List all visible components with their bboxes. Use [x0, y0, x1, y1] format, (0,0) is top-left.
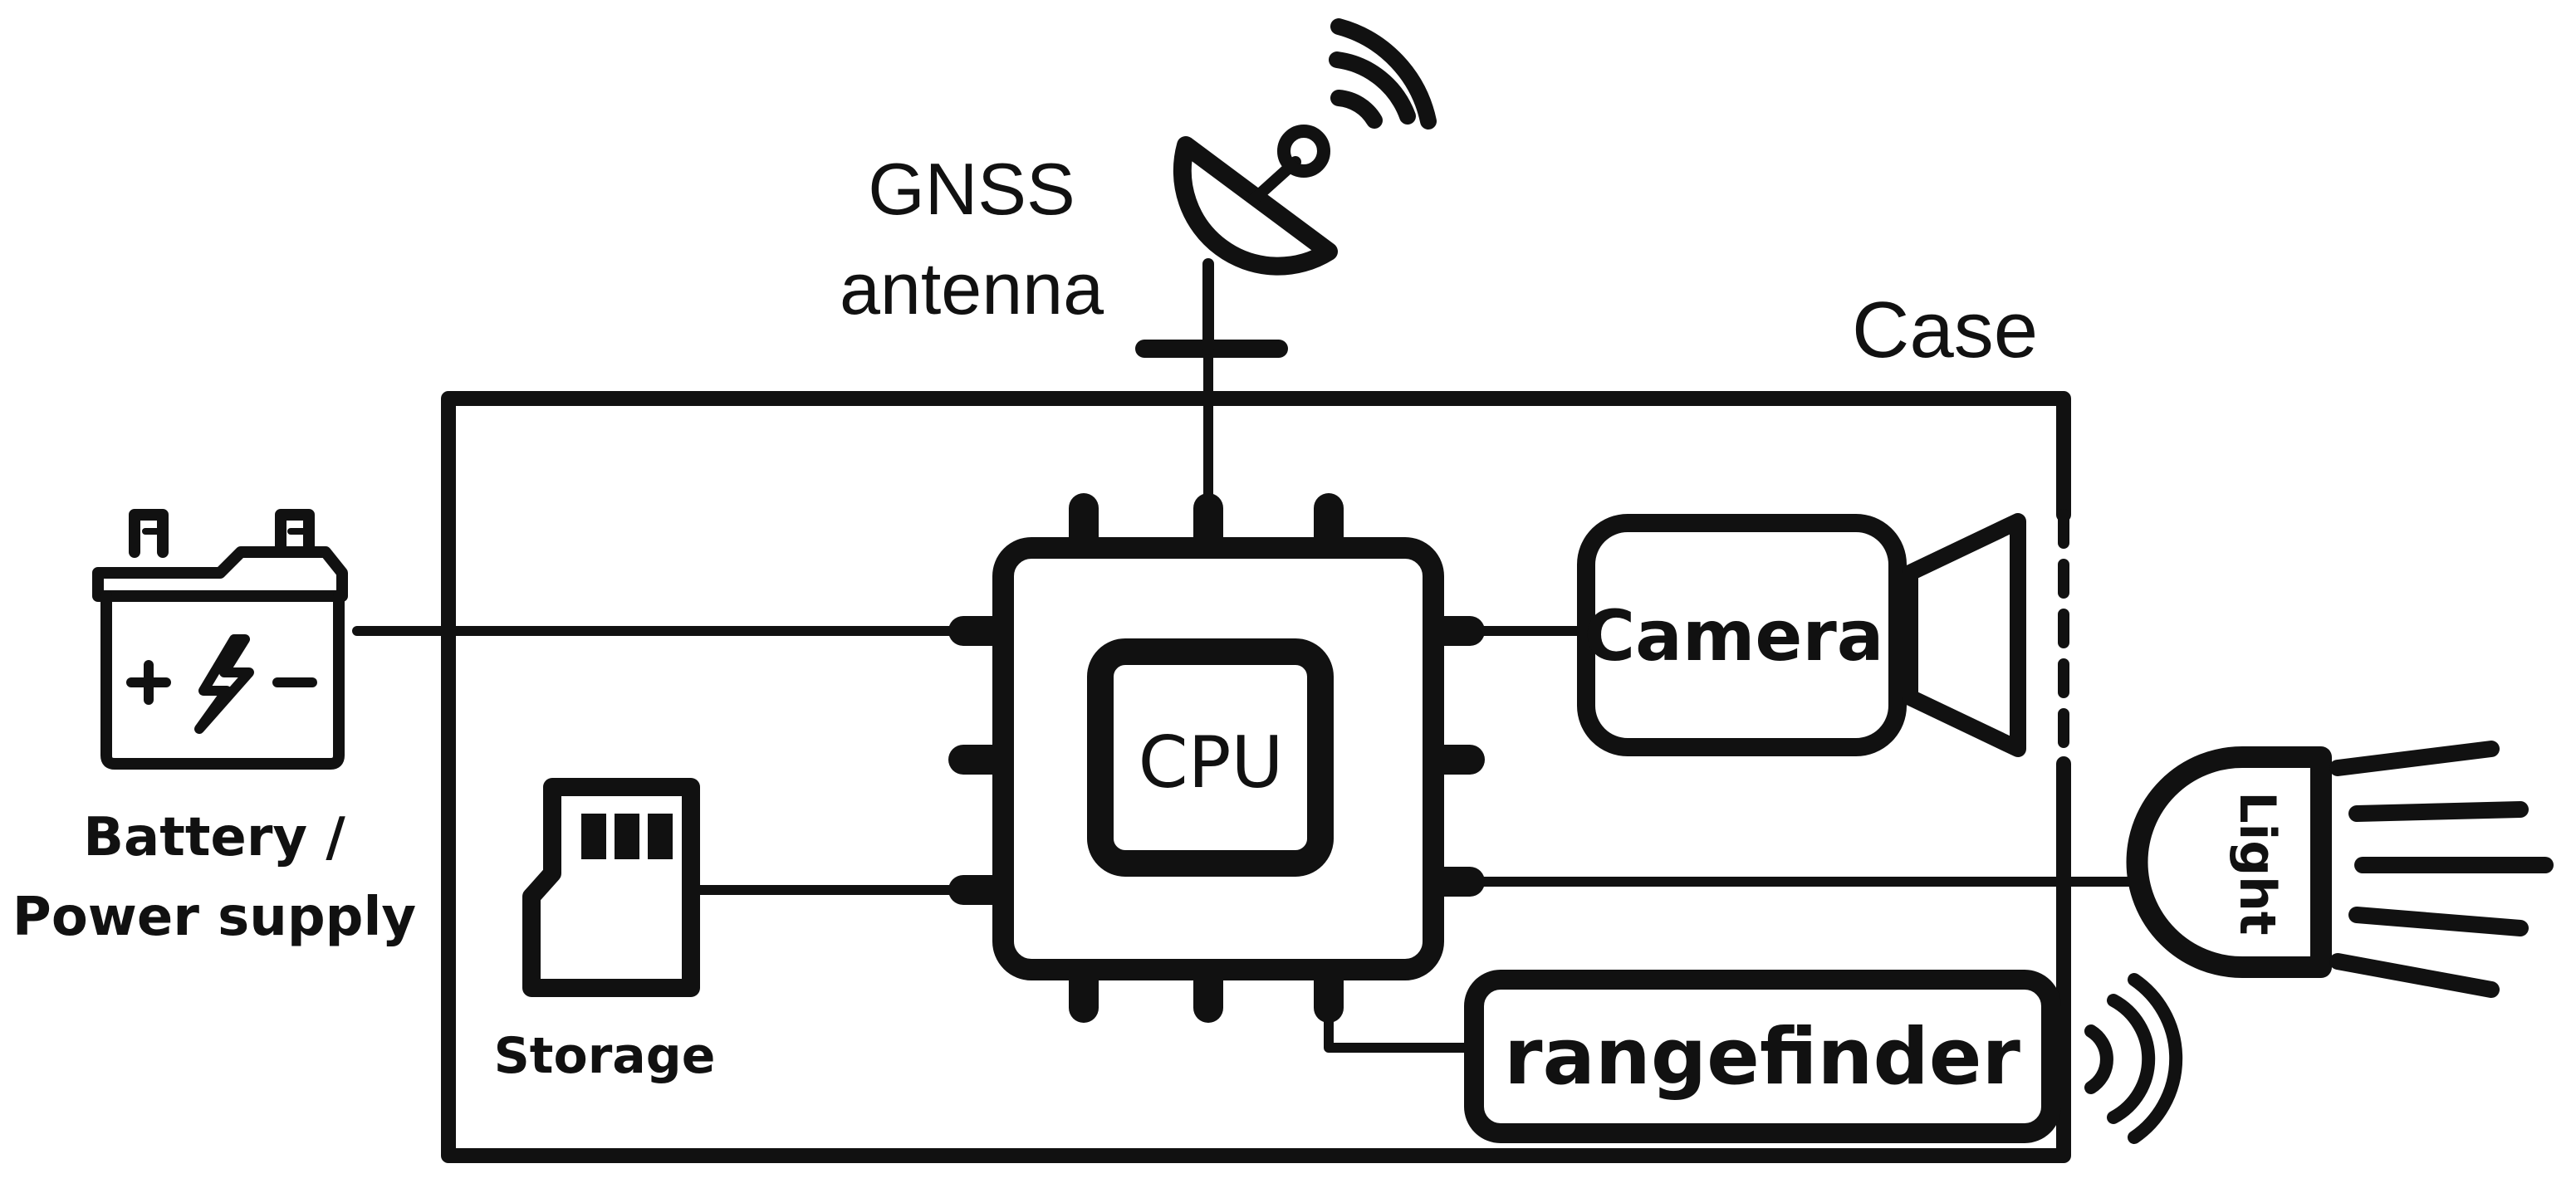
camera-label: Camera	[1584, 595, 1884, 677]
rangefinder-label: rangefinder	[1504, 1012, 2020, 1103]
gnss-label-line1: GNSS	[868, 148, 1075, 230]
rangefinder-box	[1464, 970, 2061, 1143]
case-label: Case	[1852, 286, 2038, 374]
cpu-label: CPU	[1139, 721, 1284, 804]
sd-card-icon	[522, 778, 700, 997]
camera-icon	[1577, 513, 2026, 757]
case-outline	[441, 391, 2071, 1163]
lamp-icon	[2126, 741, 2554, 998]
storage-label: Storage	[494, 1027, 716, 1085]
signal-waves-icon	[2084, 973, 2183, 1144]
gnss-label-line2: antenna	[840, 247, 1104, 330]
cpu-chip-icon	[948, 493, 1485, 1023]
battery-label-line2: Power supply	[12, 887, 416, 948]
light-label: Light	[2228, 791, 2286, 935]
battery-icon	[92, 509, 348, 770]
wires	[352, 344, 2143, 1053]
satellite-dish-icon	[1135, 18, 1437, 358]
cpu-rangefinder-wire	[1324, 983, 1479, 1053]
signal-waves-icon	[1329, 18, 1437, 130]
battery-label-line1: Battery /	[83, 807, 345, 868]
